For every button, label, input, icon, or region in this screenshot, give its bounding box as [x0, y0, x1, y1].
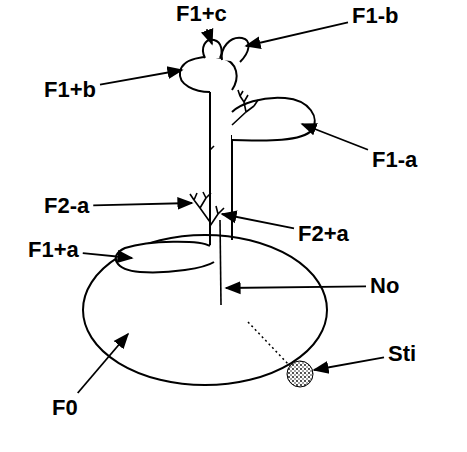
small-branch	[210, 206, 224, 226]
leader-arrow	[78, 334, 128, 393]
dotted-line	[248, 322, 290, 366]
stipple-dot	[287, 361, 313, 387]
leader-arrow	[207, 29, 212, 44]
part-label: F1-b	[352, 4, 398, 28]
leader-arrow	[226, 286, 366, 288]
lobe	[222, 38, 249, 62]
leader-arrow	[222, 214, 294, 228]
small-branch	[232, 90, 258, 125]
part-label: Sti	[388, 342, 416, 366]
leader-arrow	[100, 70, 182, 85]
small-branch	[210, 146, 214, 150]
part-label: F1+c	[176, 2, 227, 26]
stalk-line	[220, 220, 221, 305]
leader-arrow	[302, 124, 368, 150]
lobe	[180, 57, 237, 92]
part-label: F0	[52, 396, 78, 420]
part-label: F2+a	[298, 222, 349, 246]
leader-arrow	[93, 203, 192, 205]
part-label: F2-a	[44, 194, 89, 218]
leader-arrow	[83, 253, 132, 258]
part-label: F1-a	[372, 148, 417, 172]
stalk	[210, 90, 232, 245]
leader-arrow	[246, 22, 348, 46]
part-label: F1+a	[28, 238, 79, 262]
leader-arrow	[314, 357, 384, 370]
small-branch	[190, 192, 211, 222]
part-label: No	[370, 274, 399, 298]
base-body	[83, 235, 327, 385]
part-label: F1+b	[44, 78, 96, 102]
